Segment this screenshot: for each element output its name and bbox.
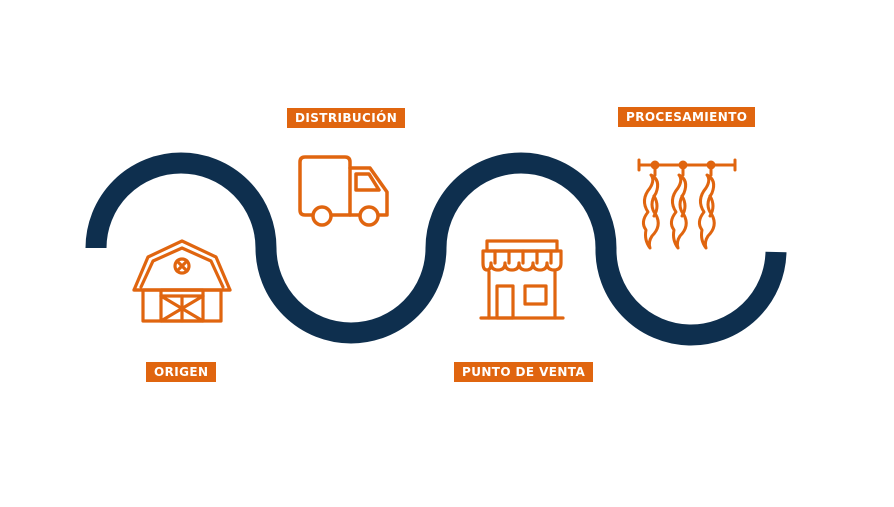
- hanging-meat-icon: [637, 158, 737, 250]
- label-origen: ORIGEN: [146, 362, 217, 382]
- delivery-truck-icon: [298, 155, 389, 227]
- label-procesamiento: PROCESAMIENTO: [618, 107, 756, 127]
- label-distribucion: DISTRIBUCIÓN: [287, 108, 406, 128]
- label-punto-de-venta: PUNTO DE VENTA: [454, 362, 594, 382]
- barn-icon: [132, 239, 232, 323]
- meat-piece-1: [641, 160, 660, 250]
- wave-path: [85, 152, 787, 346]
- meat-piece-2: [669, 160, 688, 250]
- storefront-icon: [479, 239, 565, 320]
- meat-piece-3: [697, 160, 716, 250]
